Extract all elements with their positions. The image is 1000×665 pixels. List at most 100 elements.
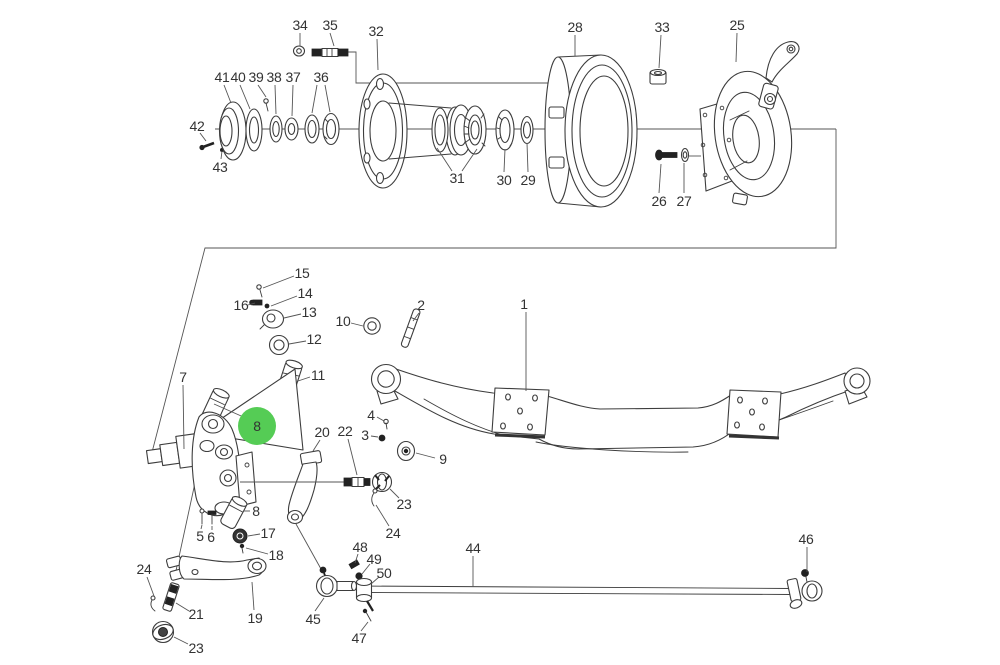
leader-line-7 bbox=[182, 384, 185, 450]
leader-line-23 bbox=[389, 488, 400, 499]
part-15-cotter-pin bbox=[256, 284, 263, 298]
leader-line-4 bbox=[376, 416, 385, 422]
part-label-32: 32 bbox=[369, 23, 384, 39]
part-16-bolt bbox=[249, 299, 263, 306]
part-3-nut bbox=[378, 434, 386, 442]
part-label-30: 30 bbox=[497, 172, 512, 188]
part-label-11: 11 bbox=[311, 367, 325, 383]
part-20-drag-link-arm bbox=[286, 450, 323, 525]
draglink-group bbox=[240, 450, 393, 525]
leader-line-23 bbox=[173, 636, 189, 645]
leader-line-15 bbox=[262, 275, 295, 289]
part-label-26: 26 bbox=[652, 193, 667, 209]
part-label-34: 34 bbox=[293, 17, 308, 33]
part-label-47: 47 bbox=[352, 630, 367, 646]
leader-line-35 bbox=[329, 32, 335, 47]
part-label-25: 25 bbox=[730, 17, 745, 33]
part-36-seal-rings bbox=[304, 112, 340, 146]
tierod-group bbox=[315, 559, 823, 622]
leader-line-26 bbox=[658, 163, 662, 194]
part-30-oil-seal bbox=[495, 109, 515, 151]
part-8-king-pin-lower bbox=[220, 495, 248, 530]
part-label-1: 1 bbox=[520, 296, 528, 312]
leader-line-43 bbox=[220, 150, 223, 160]
leader-line-13 bbox=[283, 313, 302, 319]
part-25-brake-assembly bbox=[699, 41, 800, 206]
part-label-6: 6 bbox=[207, 529, 215, 545]
part-label-14: 14 bbox=[298, 285, 313, 301]
draglink-to-balljoint-line bbox=[295, 523, 322, 570]
part-label-29: 29 bbox=[521, 172, 536, 188]
part-38-lock-washer bbox=[269, 115, 283, 143]
part-label-50: 50 bbox=[377, 565, 392, 581]
leader-line-12 bbox=[288, 340, 307, 345]
leader-line-39 bbox=[257, 84, 267, 98]
leader-line-25 bbox=[735, 32, 738, 63]
leader-line-22 bbox=[347, 438, 358, 476]
leader-line-31 bbox=[461, 148, 478, 172]
leader-line-2 bbox=[412, 312, 420, 322]
part-label-3: 3 bbox=[361, 427, 369, 443]
leader-line-45 bbox=[314, 597, 325, 612]
part-17-castle-nut bbox=[232, 528, 248, 544]
assembly-frame-line bbox=[149, 129, 837, 461]
part-50-clamp bbox=[355, 577, 374, 612]
part-label-18: 18 bbox=[269, 547, 284, 563]
part-37-lock-nut bbox=[284, 117, 299, 141]
leader-line-29 bbox=[526, 142, 529, 173]
part-13-upper-cap bbox=[259, 309, 285, 330]
part-label-43: 43 bbox=[213, 159, 228, 175]
leader-line-30 bbox=[503, 148, 506, 173]
leader-line-36 bbox=[324, 84, 331, 113]
part-label-24: 24 bbox=[137, 561, 152, 577]
part-label-35: 35 bbox=[323, 17, 338, 33]
part-1-axle-beam bbox=[370, 363, 871, 453]
part-7-steering-knuckle bbox=[145, 411, 257, 517]
part-label-20: 20 bbox=[315, 424, 330, 440]
part-35-wheel-stud bbox=[311, 47, 349, 58]
leader-line-17 bbox=[247, 533, 261, 537]
part-24-cotter-pin bbox=[371, 488, 378, 507]
part-label-9: 9 bbox=[439, 451, 447, 467]
part-10-thrust-washer bbox=[363, 317, 381, 335]
part-label-23: 23 bbox=[189, 640, 204, 656]
part-label-22: 22 bbox=[338, 423, 353, 439]
part-41-hub-cap bbox=[218, 101, 247, 161]
highlight-circle bbox=[238, 407, 276, 445]
part-28-brake-drum bbox=[544, 54, 638, 208]
part-label-48: 48 bbox=[353, 539, 368, 555]
part-31-taper-bearing bbox=[463, 105, 487, 155]
part-46-tie-rod-end-right bbox=[786, 569, 823, 609]
stud-to-drum-line bbox=[348, 51, 548, 84]
part-label-7: 7 bbox=[179, 369, 187, 385]
leader-line-24 bbox=[375, 504, 390, 527]
part-5-pin bbox=[199, 508, 205, 525]
leader-line-38 bbox=[274, 84, 277, 115]
leader-line-49 bbox=[361, 563, 371, 575]
part-label-5: 5 bbox=[196, 528, 204, 544]
part-label-2: 2 bbox=[417, 297, 425, 313]
leader-line-37 bbox=[291, 84, 294, 117]
part-label-13: 13 bbox=[302, 304, 317, 320]
part-label-38: 38 bbox=[267, 69, 282, 85]
part-4-grease-bolt bbox=[383, 418, 389, 430]
leader-line-16 bbox=[247, 302, 256, 306]
leader-line-5 bbox=[200, 524, 203, 530]
part-label-39: 39 bbox=[249, 69, 264, 85]
leader-line-36 bbox=[311, 84, 318, 114]
part-label-8: 8 bbox=[253, 418, 261, 434]
part-label-41: 41 bbox=[215, 69, 230, 85]
part-33-axle-nut bbox=[649, 68, 667, 85]
part-label-16: 16 bbox=[234, 297, 249, 313]
leader-line-50 bbox=[370, 576, 380, 585]
part-label-28: 28 bbox=[568, 19, 583, 35]
leader-line-19 bbox=[251, 581, 255, 611]
leader-line-33 bbox=[658, 34, 662, 69]
part-label-33: 33 bbox=[655, 19, 670, 35]
leader-line-10 bbox=[350, 322, 364, 327]
part-label-10: 10 bbox=[336, 313, 351, 329]
part-24-cotter-pin-lower bbox=[150, 595, 156, 612]
leader-line-24 bbox=[146, 576, 155, 597]
part-32-wheel-hub bbox=[358, 73, 473, 189]
